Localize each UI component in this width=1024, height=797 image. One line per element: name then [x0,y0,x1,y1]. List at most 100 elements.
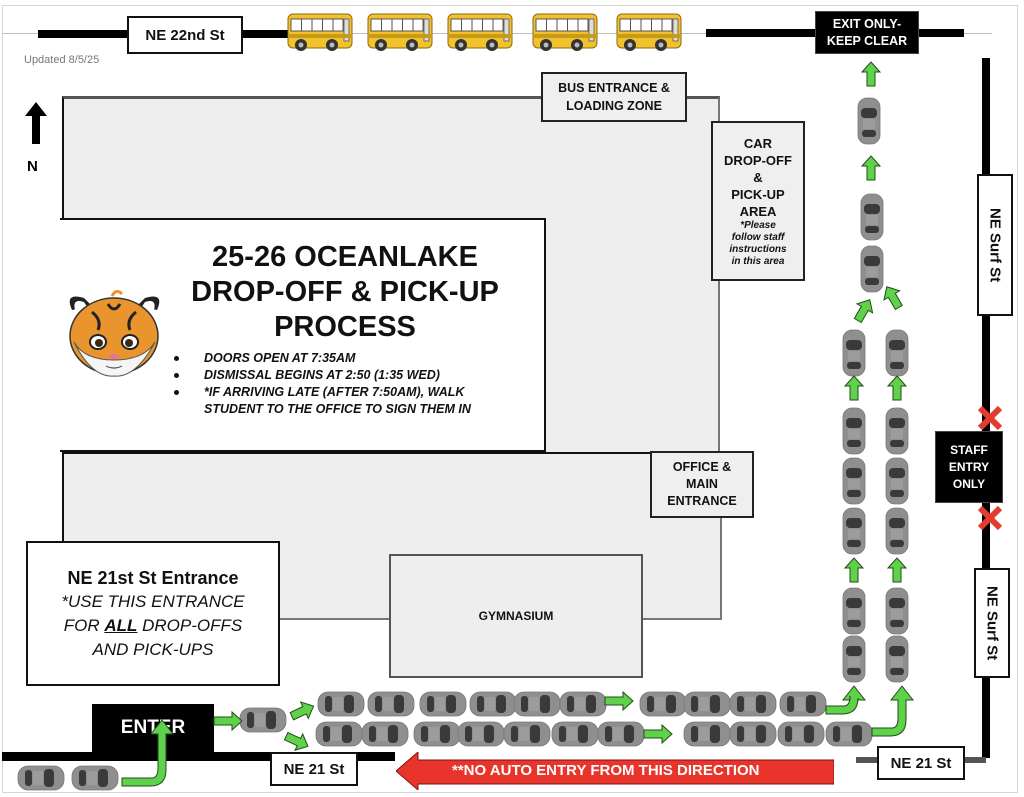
office-main-entrance-label: OFFICE & MAIN ENTRANCE [650,451,754,518]
car-icon [777,721,825,747]
staff-sign-line-3: ONLY [952,476,986,491]
green-arrow-diagonal-icon [883,286,903,311]
exit-sign-line-2: KEEP CLEAR [826,33,908,48]
green-turn-arrow-icon [825,685,867,715]
entrance-line-2: FOR ALL DROP-OFFS [63,615,243,635]
no-entry-banner-label: **NO AUTO ENTRY FROM THIS DIRECTION [452,762,760,779]
title-line-2: DROP-OFF & PICK-UP [191,276,499,308]
enter-sign: ENTER [92,704,214,752]
green-arrow-right-icon [213,710,243,732]
car-icon [842,507,866,555]
entrance-line-1: *USE THIS ENTRANCE [61,591,245,611]
green-arrow-up-icon [886,557,908,583]
car-icon [683,691,731,717]
car-icon [71,765,119,791]
car-icon [559,691,607,717]
car-icon [842,587,866,635]
no-entry-x-icon [977,405,1003,431]
car-icon [885,507,909,555]
car-icon [639,691,687,717]
green-arrow-up-icon [860,61,882,87]
car-icon [315,721,363,747]
school-bus-icon [532,13,598,51]
tiger-mascot-icon [62,289,167,380]
car-icon [239,707,287,733]
car-dropoff-area-label: CAR DROP-OFF & PICK-UP AREA *Please foll… [711,121,805,281]
green-arrow-diagonal-icon [853,299,874,324]
car-icon [885,635,909,683]
car-icon [729,721,777,747]
street-label-ne-22nd: NE 22nd St [127,16,243,54]
car-icon [842,329,866,377]
entrance-line-3: AND PICK-UPS [92,639,214,659]
ne-21st-entrance-info: NE 21st St Entrance *USE THIS ENTRANCE F… [26,541,280,686]
school-bus-icon [367,13,433,51]
green-arrow-up-icon [886,375,908,401]
title-line-1: 25-26 OCEANLAKE [212,241,478,273]
staff-sign-line-2: ENTRY [948,459,990,474]
street-label-ne-21-right: NE 21 St [877,746,965,780]
green-arrow-up-icon [843,375,865,401]
east-street-road [982,58,990,758]
gymnasium-label: GYMNASIUM [478,609,554,623]
car-icon [317,691,365,717]
page-title: 25-26 OCEANLAKE DROP-OFF & PICK-UP PROCE… [175,240,515,345]
school-building-east-wing [546,218,720,458]
car-icon [457,721,505,747]
car-icon [779,691,827,717]
bullet-doors-open: DOORS OPEN AT 7:35AM [172,350,504,367]
car-icon [597,721,645,747]
green-enter-turn-arrow-icon [121,719,175,787]
car-icon [729,691,777,717]
gymnasium: GYMNASIUM [389,554,643,678]
green-turn-arrow-icon [871,685,915,737]
north-label: N [27,158,38,175]
bus-entrance-label: BUS ENTRANCE & LOADING ZONE [541,72,687,122]
car-icon [842,457,866,505]
bullet-late-arrival: *IF ARRIVING LATE (AFTER 7:50AM), WALK S… [172,384,504,418]
car-icon [885,407,909,455]
map-frame [2,5,1018,793]
car-icon [860,193,884,241]
car-icon [361,721,409,747]
exit-only-sign: EXIT ONLY- KEEP CLEAR [815,11,919,54]
title-line-3: PROCESS [274,311,416,343]
street-label-ne-21-left: NE 21 St [270,752,358,786]
bullet-dismissal: DISMISSAL BEGINS AT 2:50 (1:35 WED) [172,367,504,384]
green-arrow-diagonal-icon [283,731,309,752]
exit-sign-line-1: EXIT ONLY- [832,16,902,31]
no-entry-x-icon [977,505,1003,531]
car-icon [551,721,599,747]
green-arrow-right-icon [643,723,673,745]
car-icon [857,97,881,145]
updated-date: Updated 8/5/25 [24,54,100,66]
car-icon [503,721,551,747]
car-icon [885,587,909,635]
info-bullets: DOORS OPEN AT 7:35AM DISMISSAL BEGINS AT… [172,350,504,418]
car-icon [469,691,517,717]
car-icon [419,691,467,717]
staff-sign-line-1: STAFF [950,442,988,457]
entrance-heading: NE 21st St Entrance [67,567,239,588]
green-arrow-right-icon [604,690,634,712]
school-bus-icon [447,13,513,51]
street-label-ne-surf-upper: NE Surf St [977,174,1013,316]
green-arrow-up-icon [843,557,865,583]
staff-entry-sign: STAFF ENTRY ONLY [935,431,1003,503]
car-icon [860,245,884,293]
car-icon [413,721,461,747]
car-icon [367,691,415,717]
south-street-road [2,752,395,761]
car-icon [513,691,561,717]
car-icon [885,329,909,377]
car-icon [683,721,731,747]
courtyard [60,218,546,452]
street-label-ne-surf-lower: NE Surf St [974,568,1010,678]
car-icon [885,457,909,505]
green-arrow-up-icon [860,155,882,181]
green-arrow-diagonal-icon [289,701,315,721]
car-icon [825,721,873,747]
school-bus-icon [616,13,682,51]
car-icon [842,635,866,683]
